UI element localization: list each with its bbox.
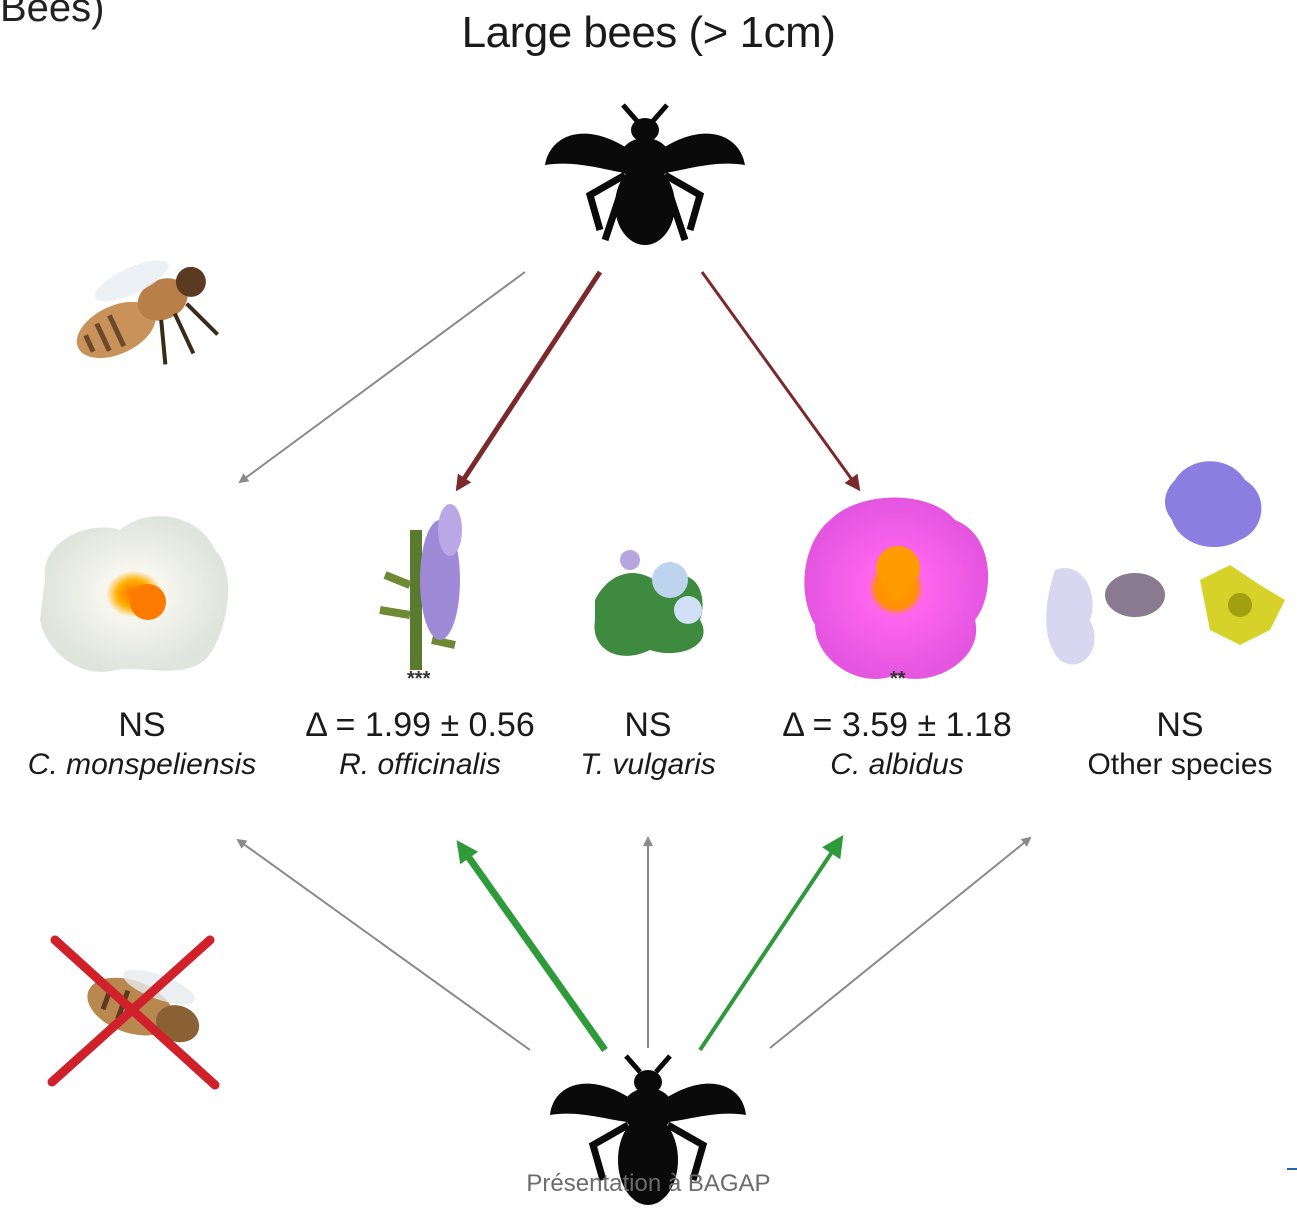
- arrow-bottom-to-albidus: [700, 840, 840, 1050]
- plant-name: C. albidus: [767, 745, 1027, 785]
- plant-label-albidus: Δ = 3.59 ± 1.18 C. albidus: [767, 705, 1027, 785]
- crossed-out-honeybee-icon: [52, 940, 215, 1085]
- slide-footer: Présentation à BAGAP: [0, 1170, 1297, 1198]
- large-bee-top-icon: [545, 105, 745, 245]
- plant-name: T. vulgaris: [518, 745, 778, 785]
- arrow-bottom-to-monspeliensis: [238, 840, 530, 1050]
- plant-stat: NS: [518, 705, 778, 745]
- plant-name: R. officinalis: [290, 745, 550, 785]
- plant-stat: NS: [1050, 705, 1297, 745]
- arrow-top-to-albidus: [702, 272, 858, 488]
- arrow-bottom-to-other-species: [770, 838, 1030, 1048]
- thymus-vulgaris-flower-icon: [594, 550, 703, 656]
- arrow-top-to-officinalis: [458, 272, 600, 488]
- plant-label-other-species: NS Other species: [1050, 705, 1297, 785]
- arrow-bottom-to-officinalis: [460, 845, 605, 1050]
- significance-albidus: **: [890, 668, 906, 691]
- plant-label-vulgaris: NS T. vulgaris: [518, 705, 778, 785]
- edge-link-fragment[interactable]: [1287, 1130, 1297, 1170]
- significance-officinalis: ***: [407, 668, 430, 691]
- plant-label-monspeliensis: NS C. monspeliensis: [12, 705, 272, 785]
- plant-stat: Δ = 3.59 ± 1.18: [767, 705, 1027, 745]
- other-species-flowers-icon: [1046, 461, 1285, 664]
- honeybee-icon: [57, 240, 233, 396]
- plant-name: Other species: [1050, 745, 1297, 785]
- cistus-albidus-flower-icon: [804, 498, 988, 679]
- plant-name: C. monspeliensis: [12, 745, 272, 785]
- plant-stat: NS: [12, 705, 272, 745]
- plant-stat: Δ = 1.99 ± 0.56: [290, 705, 550, 745]
- cistus-monspeliensis-flower-icon: [40, 516, 228, 672]
- rosmarinus-officinalis-flower-icon: [380, 504, 462, 670]
- plant-label-officinalis: Δ = 1.99 ± 0.56 R. officinalis: [290, 705, 550, 785]
